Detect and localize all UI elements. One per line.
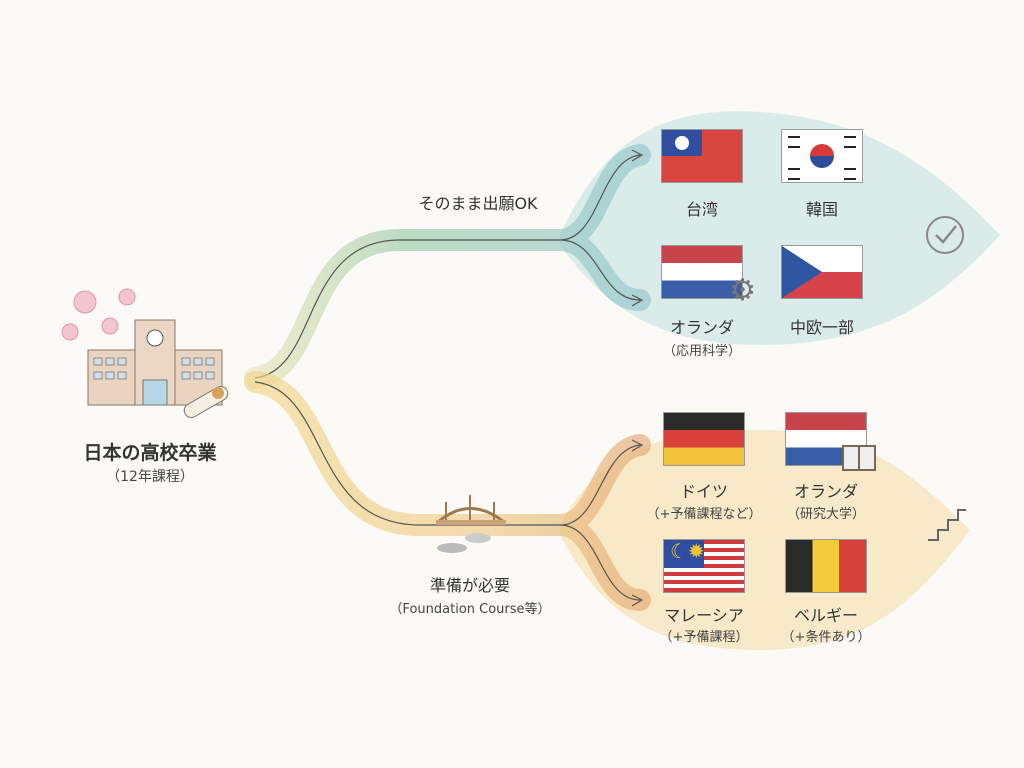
country-name: 台湾 [685, 200, 719, 219]
netherlands-flag [786, 413, 876, 471]
czech-flag [782, 246, 862, 298]
direct-route-area [560, 111, 1000, 346]
gear-icon: ⚙ [729, 273, 756, 308]
country-note: （+条件あり） [781, 630, 871, 645]
country-name: ベルギー [793, 606, 859, 625]
germany-flag [664, 413, 744, 465]
taiwan-flag [662, 130, 742, 182]
bridge-icon [436, 495, 506, 553]
country-name: 中欧一部 [789, 318, 855, 337]
country-note: （研究大学） [786, 507, 866, 522]
checkmark-icon [926, 216, 964, 254]
school-building-icon [61, 288, 229, 418]
book-icon [842, 445, 876, 471]
prep-route-area [560, 430, 970, 650]
netherlands-flag: ⚙ [662, 246, 756, 306]
country-name: オランダ [793, 482, 859, 501]
country-note: （+予備課程） [659, 630, 749, 645]
korea-flag [782, 130, 862, 182]
belgium-flag [786, 540, 866, 592]
country-note: （応用科学） [662, 344, 742, 359]
country-note: （+予備課程など） [646, 507, 762, 522]
country-name: ドイツ [679, 482, 729, 501]
country-name: マレーシア [664, 606, 744, 625]
prep-route-sublabel: （Foundation Course等） [389, 602, 551, 617]
malaysia-flag: ☾✹ [664, 540, 744, 592]
prep-route-label: 準備が必要 [429, 576, 511, 595]
country-name: オランダ [669, 318, 735, 337]
stairs-icon [928, 509, 966, 541]
origin-title: 日本の高校卒業 [83, 442, 217, 464]
country-name: 韓国 [805, 200, 839, 219]
direct-route-label: そのまま出願OK [418, 194, 538, 213]
origin-subtitle: （12年課程） [106, 469, 194, 485]
